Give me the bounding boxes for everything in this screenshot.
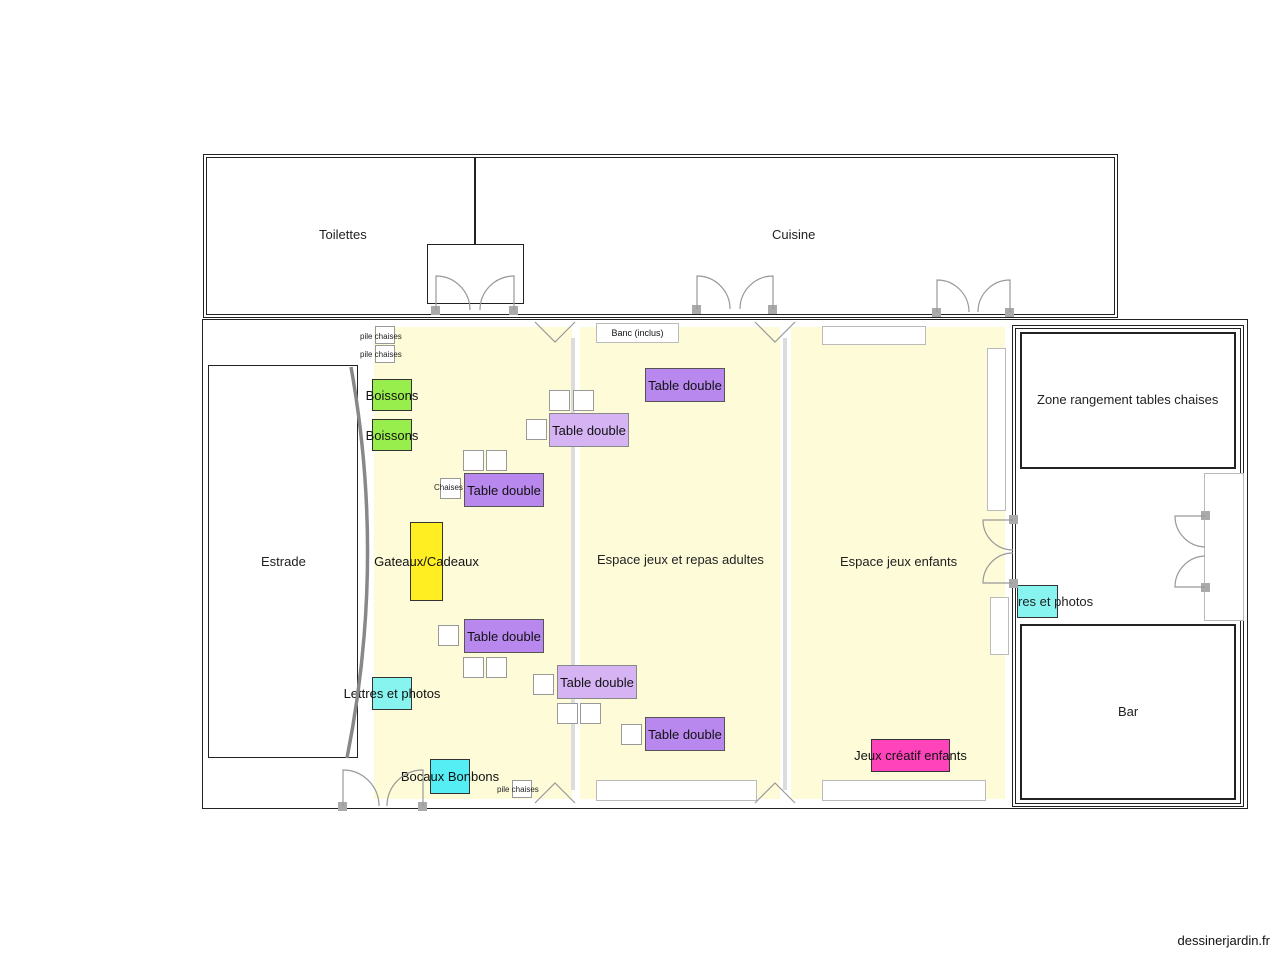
table-double: Table double bbox=[464, 619, 544, 653]
toilettes-vestibule bbox=[427, 244, 524, 304]
chair bbox=[486, 657, 507, 678]
watermark[interactable]: dessinerjardin.fr bbox=[1177, 933, 1271, 948]
chair bbox=[549, 390, 570, 411]
bench-enfants-top bbox=[822, 326, 926, 345]
door-hinge bbox=[509, 306, 518, 315]
door-hinge bbox=[932, 308, 941, 317]
cuisine-label: Cuisine bbox=[772, 227, 816, 242]
top-building-wall bbox=[203, 154, 1118, 318]
bench-enfants-right-1 bbox=[987, 348, 1006, 511]
pile-chaises-label: pile chaises bbox=[497, 785, 539, 794]
chair bbox=[438, 625, 459, 646]
chair bbox=[486, 450, 507, 471]
door-hinge bbox=[1009, 579, 1018, 588]
estrade bbox=[208, 365, 358, 758]
bench-enfants-bottom bbox=[822, 780, 986, 801]
estrade-label: Estrade bbox=[261, 554, 306, 569]
lettres-photos-label-right: res et photos bbox=[1018, 594, 1094, 609]
bar bbox=[1020, 624, 1236, 800]
table-double: Table double bbox=[645, 368, 725, 402]
chair bbox=[580, 703, 601, 724]
boissons-table: Boissons bbox=[366, 419, 418, 451]
bar-label: Bar bbox=[1118, 704, 1139, 719]
table-double: Table double bbox=[557, 665, 637, 699]
table-double: Table double bbox=[464, 473, 544, 507]
chair bbox=[557, 703, 578, 724]
zone-enfants bbox=[791, 327, 1005, 799]
chair bbox=[526, 419, 547, 440]
toilettes-label: Toilettes bbox=[319, 227, 367, 242]
door-hinge bbox=[1201, 511, 1210, 520]
espace-enfants-label: Espace jeux enfants bbox=[840, 554, 958, 569]
pile-chaises-box bbox=[512, 780, 532, 798]
pile-chaises-box bbox=[375, 345, 395, 363]
lettres-photos-table bbox=[1017, 585, 1058, 618]
door-hinge bbox=[1201, 583, 1210, 592]
bench-enfants-right-2 bbox=[990, 597, 1009, 655]
gateaux-cadeaux-table: Gateaux/Cadeaux bbox=[374, 522, 479, 601]
pile-chaises-label: pile chaises bbox=[360, 350, 402, 359]
chair bbox=[463, 450, 484, 471]
banc-inclus: Banc (inclus) bbox=[596, 323, 679, 343]
partition-1 bbox=[571, 338, 575, 790]
bocaux-bonbons-table: Bocaux Bonbons bbox=[401, 759, 499, 794]
table-double: Table double bbox=[645, 717, 725, 751]
door-hinge bbox=[418, 802, 427, 811]
chair bbox=[440, 478, 461, 499]
bench-adultes-bottom bbox=[596, 780, 757, 801]
door-hinge bbox=[768, 305, 777, 314]
jeux-creatif-table: Jeux créatif enfants bbox=[854, 739, 967, 772]
door-hinge bbox=[1005, 308, 1014, 317]
toilettes-divider bbox=[474, 158, 476, 246]
chaises-label: Chaises bbox=[434, 483, 463, 492]
chair bbox=[463, 657, 484, 678]
door-hinge bbox=[338, 802, 347, 811]
pile-chaises-label: pile chaises bbox=[360, 332, 402, 341]
door-hinge bbox=[1009, 515, 1018, 524]
lettres-photos-table: Lettres et photos bbox=[344, 677, 440, 710]
chair bbox=[533, 674, 554, 695]
door-hinge bbox=[692, 305, 701, 314]
partition-2 bbox=[783, 338, 787, 790]
door-hinge bbox=[431, 306, 440, 315]
pile-chaises-box bbox=[375, 326, 395, 344]
chair bbox=[621, 724, 642, 745]
boissons-table: Boissons bbox=[366, 379, 418, 411]
table-double: Table double bbox=[549, 413, 629, 447]
espace-adultes-label: Espace jeux et repas adultes bbox=[597, 552, 764, 567]
main-hall-wall bbox=[202, 319, 1248, 809]
chair bbox=[573, 390, 594, 411]
zone-rangement bbox=[1020, 332, 1236, 469]
zone-rangement-label: Zone rangement tables chaises bbox=[1037, 392, 1219, 407]
